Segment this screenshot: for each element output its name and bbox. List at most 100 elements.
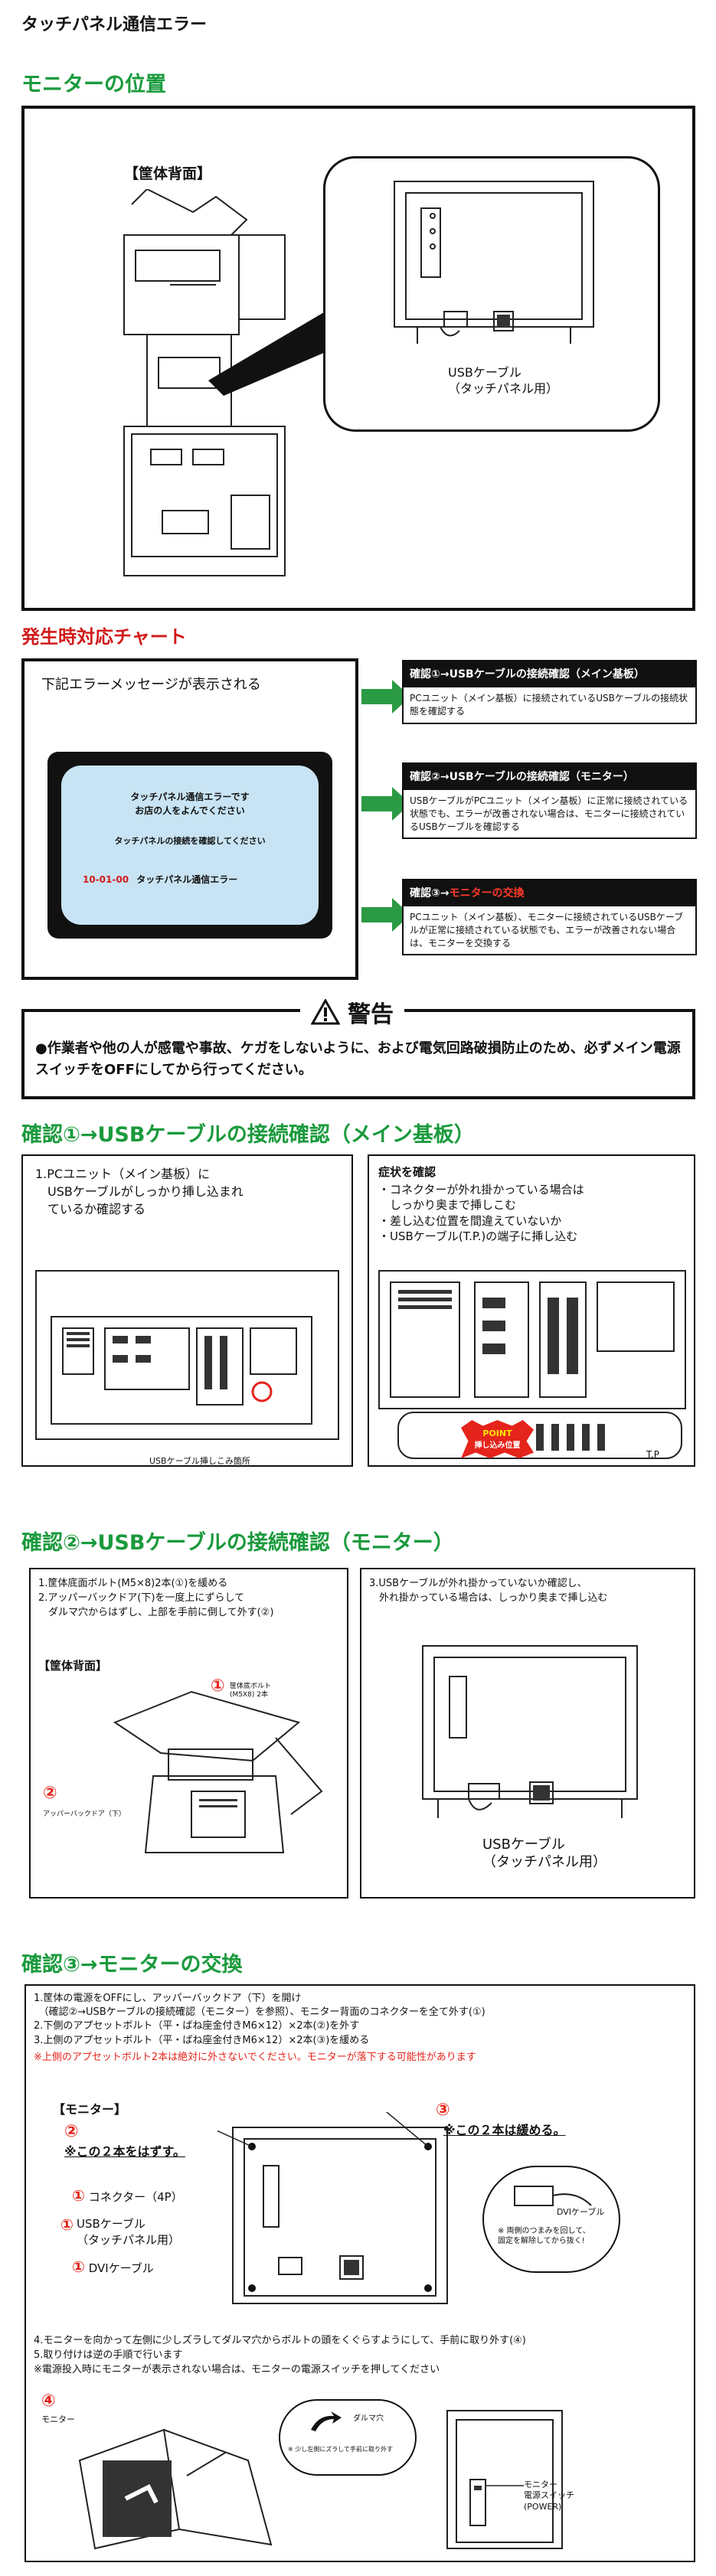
check3-intro-text: 1.筐体の電源をOFFにし、アッパーバックドア（下）を開け （確認②→USBケー… (34, 1993, 486, 2046)
check1-left-panel: 1.PCユニット（メイン基板）に USBケーブルがしっかり挿し込まれ ているか確… (21, 1154, 353, 1467)
check2-label1-num: ① (211, 1677, 225, 1696)
pc-unit-closeup (378, 1270, 686, 1459)
check3-usb-text-line2: （タッチパネル用） (76, 2233, 180, 2247)
warning-panel: 警告 ●作業者や他の人が感電や事故、ケガをしないように、および電気回路破損防止の… (21, 995, 695, 1099)
screen-line2: お店の人をよんでください (135, 805, 245, 816)
monitor-back-illustration (422, 1645, 638, 1818)
check3-dvi-text: DVIケーブル (88, 2261, 154, 2275)
cabinet-back-illustration (113, 1690, 323, 1853)
monitor-removal-illustration (78, 2428, 273, 2550)
check2-left-panel: 1.筐体底面ボルト(M5×8)2本(①)を緩める 2.アッパーバックドア(下)を… (29, 1568, 348, 1899)
shift-note: ※ 少し左側にズラして手前に取り外す (288, 2446, 394, 2453)
check2-label1: ① (211, 1677, 225, 1696)
flow-arrow-2 (361, 787, 410, 821)
error-screen: タッチパネル通信エラーです お店の人をよんでください タッチパネルの接続を確認し… (47, 752, 332, 939)
chart-step-3-body: PCユニット（メイン基板）、モニターに接続されているUSBケーブルが正常に接続さ… (402, 906, 697, 956)
check3-usb-num: ① (60, 2215, 74, 2234)
check3-note3-text: ※この２本は緩める。 (443, 2123, 566, 2137)
error-message-intro: 下記エラーメッセージが表示される (41, 677, 261, 693)
check3-note2-text: ※この２本をはずす。 (64, 2144, 185, 2159)
check3-usb-label: ① USBケーブル （タッチパネル用） (60, 2215, 180, 2248)
chart-step-2-body: USBケーブルがPCユニット（メイン基板）に正常に接続されている状態でも、エラー… (402, 790, 697, 840)
insert-location-label: USBケーブル挿しこみ箇所 (149, 1456, 250, 1466)
check3-connector-text: コネクター（4P） (88, 2190, 183, 2204)
pc-unit-illustration (35, 1270, 339, 1440)
usb-cable-label-line1: USBケーブル (448, 365, 521, 380)
warning-title: 警告 (348, 1001, 394, 1028)
check1-step-text: 1.PCユニット（メイン基板）に USBケーブルがしっかり挿し込まれ ているか確… (35, 1167, 244, 1217)
tp-label: T.P (646, 1449, 659, 1460)
power-label-line2: 電源スイッチ (524, 2490, 574, 2501)
zoom-detail-frame: USBケーブル （タッチパネル用） (323, 156, 660, 432)
error-message-panel: 下記エラーメッセージが表示される タッチパネル通信エラーです お店の人をよんでく… (21, 658, 358, 980)
point-subtext: 挿し込み位置 (474, 1441, 521, 1450)
monitor-position-panel: 【筐体背面】 (21, 106, 695, 611)
point-burst: POINT 挿し込み位置 (461, 1420, 534, 1458)
section-title-check3: 確認③→モニターの交換 (21, 1953, 243, 1977)
zoom-indicator (208, 292, 358, 396)
daruma-arrow-icon (311, 2411, 342, 2431)
flow-arrow-3 (361, 898, 410, 932)
check2-left-text: 1.筐体底面ボルト(M5×8)2本(①)を緩める 2.アッパーバックドア(下)を… (38, 1578, 274, 1618)
check3-caution: ※上側のアプセットボルト2本は絶対に外さないでください。モニターが落下する可能性… (34, 2052, 476, 2063)
check3-panel: 1.筐体の電源をOFFにし、アッパーバックドア（下）を開け （確認②→USBケー… (25, 1984, 695, 2562)
error-name: タッチパネル通信エラー (136, 874, 238, 885)
dvi-callout: DVIケーブル ※ 両側のつまみを回して、 固定を解除してから抜く! (482, 2166, 620, 2273)
error-code: 10-01-00 (83, 874, 129, 885)
error-screen-display: タッチパネル通信エラーです お店の人をよんでください タッチパネルの接続を確認し… (61, 766, 319, 925)
check2-label2-num: ② (43, 1784, 57, 1803)
cabinet-back-label: 【筐体背面】 (124, 165, 212, 182)
check2-right-text: 3.USBケーブルが外れ掛かっていないか確認し、 外れ掛かっている場合は、しっか… (369, 1578, 608, 1604)
chart-step-2: 確認②→USBケーブルの接続確認（モニター） USBケーブルがPCユニット（メイ… (402, 762, 697, 840)
check3-usb-text-line1: USBケーブル (76, 2217, 145, 2231)
check3-monitor-word: モニター (41, 2414, 75, 2424)
check2-usb-label-line1: USBケーブル (482, 1837, 565, 1853)
dvi-callout-label: DVIケーブル (557, 2207, 605, 2217)
warning-header: 警告 (300, 995, 404, 1029)
monitor-connectors-illustration (217, 2112, 448, 2304)
check3-note2-num: ② (64, 2122, 79, 2141)
check2-usb-label-line2: （タッチパネル用） (482, 1854, 606, 1871)
check3-note3: ③ ※この２本は緩める。 (436, 2101, 566, 2138)
check2-right-panel: 3.USBケーブルが外れ掛かっていないか確認し、 外れ掛かっている場合は、しっか… (360, 1568, 695, 1899)
daruma-callout: ダルマ穴 ※ 少し左側にズラして手前に取り外す (279, 2399, 417, 2476)
screen-line1: タッチパネル通信エラーです (130, 792, 250, 802)
check3-connector-label: ① コネクター（4P） (72, 2186, 183, 2205)
check3-note2: ② ※この２本をはずす。 (64, 2122, 185, 2160)
check2-cabinet-back: 【筐体背面】 (38, 1659, 108, 1673)
chart-step-3: 確認③→モニターの交換 PCユニット（メイン基板）、モニターに接続されているUS… (402, 879, 697, 956)
check3-monitor-label: 【モニター】 (53, 2102, 127, 2117)
check3-step4-num-wrap: ④ (41, 2392, 56, 2411)
chart-step-1: 確認①→USBケーブルの接続確認（メイン基板） PCユニット（メイン基板）に接続… (402, 660, 697, 724)
warning-triangle-icon (311, 999, 340, 1025)
daruma-label: ダルマ穴 (353, 2414, 384, 2423)
power-label-line3: (POWER) (524, 2501, 562, 2512)
check3-step4-num: ④ (41, 2392, 56, 2411)
check3-note3-num: ③ (436, 2101, 450, 2120)
screen-line3: タッチパネルの接続を確認してください (114, 836, 266, 846)
chart-step-3-title-prefix: 確認③→ (410, 887, 450, 899)
check1-right-panel: 症状を確認 ・コネクターが外れ掛かっている場合は しっかり奥まで挿しこむ ・差し… (368, 1154, 695, 1467)
chart-step-1-title: 確認①→USBケーブルの接続確認（メイン基板） (402, 660, 697, 687)
check3-connector-num: ① (72, 2186, 85, 2205)
section-title-monitor-position: モニターの位置 (21, 73, 166, 96)
dvi-plug-icon (514, 2186, 592, 2206)
usb-cable-label: USBケーブル （タッチパネル用） (448, 365, 558, 397)
symptom-text: ・コネクターが外れ掛かっている場合は しっかり奥まで挿しこむ ・差し込む位置を間… (378, 1183, 584, 1243)
point-word: POINT (482, 1428, 512, 1438)
error-code-line: 10-01-00 タッチパネル通信エラー (83, 873, 237, 886)
usb-cable-label-line2: （タッチパネル用） (448, 380, 559, 396)
chart-step-1-body: PCユニット（メイン基板）に接続されているUSBケーブルの接続状態を確認する (402, 687, 697, 724)
power-label-line1: モニター (524, 2480, 557, 2489)
check2-usb-label: USBケーブル （タッチパネル用） (482, 1836, 606, 1872)
check3-dvi-label: ① DVIケーブル (72, 2258, 154, 2276)
check2-label2: ② (43, 1784, 57, 1803)
check3-steps-text: 4.モニターを向かって左側に少しズラしてダルマ穴からボルトの頭をくぐらすようにし… (34, 2335, 526, 2375)
monitor-power-illustration (446, 2410, 563, 2549)
section-title-chart: 発生時対応チャート (21, 626, 187, 648)
check2-label2-text: アッパーバックドア（下） (43, 1810, 126, 1818)
chart-step-2-title: 確認②→USBケーブルの接続確認（モニター） (402, 762, 697, 790)
chart-step-3-title: 確認③→モニターの交換 (402, 879, 697, 906)
chart-step-3-title-red: モニターの交換 (449, 887, 525, 899)
power-switch-label: モニター 電源スイッチ (POWER) (524, 2480, 574, 2512)
